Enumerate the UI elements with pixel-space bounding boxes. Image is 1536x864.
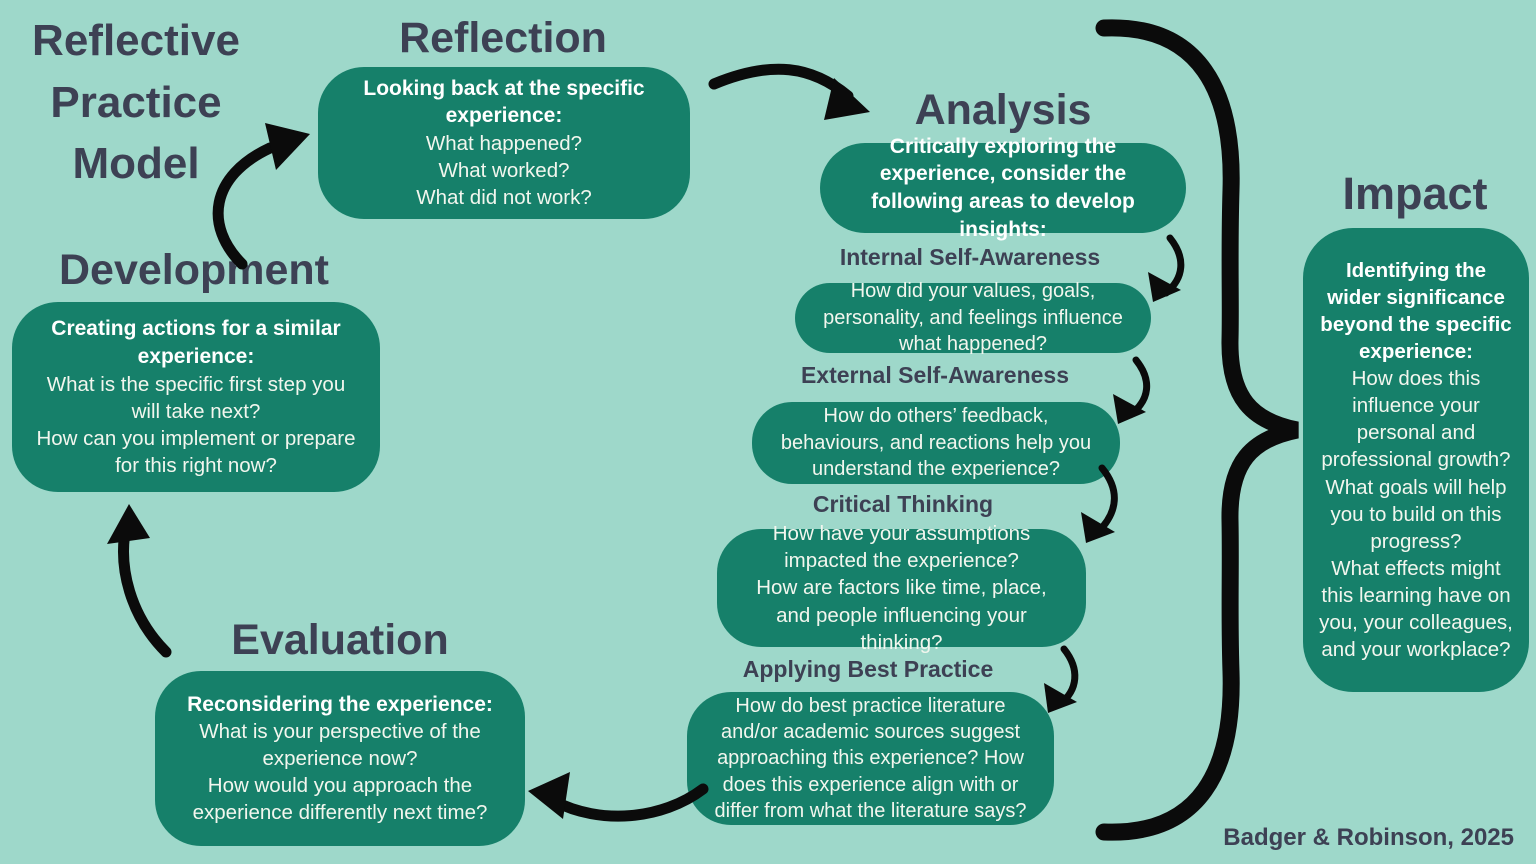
stage-heading-development: Development xyxy=(58,246,329,294)
arrow-applying-to-evaluation-icon xyxy=(528,772,709,822)
evaluation-box-questions: What is your perspective of the experien… xyxy=(192,720,488,825)
reflection-box-questions: What happened? What worked? What did not… xyxy=(416,132,592,210)
analysis-intro-text: Critically exploring the experience, con… xyxy=(871,134,1135,241)
page-title: Reflective Practice Model xyxy=(32,16,240,189)
stage-heading-analysis: Analysis xyxy=(914,86,1092,134)
evaluation-box-lead: Reconsidering the experience: xyxy=(187,692,493,716)
arrow-critical-to-applying-icon xyxy=(1044,645,1079,713)
arrow-analysis-to-internal-icon xyxy=(1148,234,1185,302)
analysis-area-box-internal-self-awareness: How did your values, goals, personality,… xyxy=(795,280,1151,355)
analysis-area-box-applying-best-practice: How do best practice literature and/or a… xyxy=(687,692,1054,825)
stage-heading-impact: Impact xyxy=(1342,168,1488,219)
impact-box-questions: How does this influence your personal an… xyxy=(1319,367,1513,661)
arrow-evaluation-to-development-icon xyxy=(107,504,172,658)
stage-box-evaluation: Reconsidering the experience: What is yo… xyxy=(155,671,525,846)
arrow-internal-to-external-icon xyxy=(1113,356,1151,424)
development-box-questions: What is the specific first step you will… xyxy=(36,372,356,477)
attribution-text: Badger & Robinson, 2025 xyxy=(1223,824,1514,851)
analysis-area-title-applying-best-practice: Applying Best Practice xyxy=(742,656,994,682)
analysis-area-text: How have your assumptions impacted the e… xyxy=(756,522,1047,654)
analysis-area-box-critical-thinking: How have your assumptions impacted the e… xyxy=(717,522,1086,654)
analysis-area-box-external-self-awareness: How do others’ feedback, behaviours, and… xyxy=(752,402,1120,484)
reflection-box-lead: Looking back at the specific experience: xyxy=(363,76,645,128)
analysis-area-title-internal-self-awareness: Internal Self-Awareness xyxy=(839,244,1101,270)
development-box-lead: Creating actions for a similar experienc… xyxy=(51,317,341,368)
analysis-area-title-critical-thinking: Critical Thinking xyxy=(812,491,994,517)
stage-heading-reflection: Reflection xyxy=(399,14,607,62)
analysis-area-text: How do others’ feedback, behaviours, and… xyxy=(780,405,1092,481)
impact-box-lead: Identifying the wider significance beyon… xyxy=(1320,259,1512,364)
stage-box-development: Creating actions for a similar experienc… xyxy=(12,302,380,492)
analysis-area-text: How do best practice literature and/or a… xyxy=(714,694,1027,823)
analysis-intro-box: Critically exploring the experience, con… xyxy=(820,135,1186,241)
stage-box-reflection: Looking back at the specific experience:… xyxy=(318,67,690,219)
stage-box-impact: Identifying the wider significance beyon… xyxy=(1303,228,1529,692)
analysis-area-title-external-self-awareness: External Self-Awareness xyxy=(800,362,1070,388)
stage-heading-evaluation: Evaluation xyxy=(231,616,449,664)
analysis-area-text: How did your values, goals, personality,… xyxy=(823,280,1123,356)
